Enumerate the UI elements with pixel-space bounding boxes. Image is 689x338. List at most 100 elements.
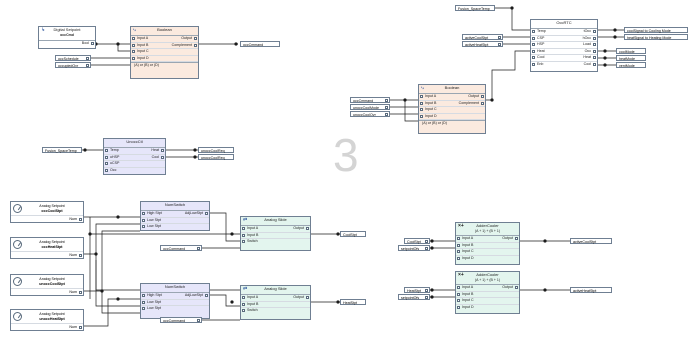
active-heat-stpt-out-tag[interactable]: activeHeatStpt <box>570 287 612 293</box>
output-pin[interactable] <box>593 36 596 40</box>
input-pin[interactable] <box>457 286 460 289</box>
setpoint-offset-tag[interactable]: setpointOfs <box>398 294 430 300</box>
input-pin[interactable] <box>420 114 423 118</box>
input-pin[interactable] <box>105 149 108 152</box>
vent-mode-tag[interactable]: ventMode <box>616 62 646 68</box>
analog-setpoint-block[interactable]: Analog Setpoint occHeatStpt Num <box>10 237 84 259</box>
input-pin[interactable] <box>142 212 145 215</box>
occ-schedule-tag[interactable]: occSchedule <box>55 55 91 61</box>
active-cool-stpt-tag[interactable]: activeCoolStpt <box>462 34 503 40</box>
input-pin[interactable] <box>132 56 135 60</box>
input-pin[interactable] <box>132 37 135 40</box>
active-heat-stpt-tag[interactable]: activeHeatStpt <box>462 41 503 47</box>
input-pin[interactable] <box>420 95 423 98</box>
occ-command-tag[interactable]: occCmmand <box>240 41 280 47</box>
unocc-cool-req-tag[interactable]: unoccCoolReq <box>198 147 234 153</box>
output-pin[interactable] <box>481 101 484 105</box>
heat-mode-tag[interactable]: heatMode <box>616 55 646 61</box>
output-pin[interactable] <box>481 95 484 98</box>
input-pin[interactable] <box>142 300 145 304</box>
fusion-space-temp-tag[interactable]: Fusion_SpaceTemp <box>455 5 495 11</box>
cool-signal-tag[interactable]: coolSignal to Cooling Mode <box>624 27 688 33</box>
output-pin[interactable] <box>593 62 596 66</box>
adder-cooler-block[interactable]: ×+ AdderCooler (A + 1) + (B + 1) Input A… <box>455 271 520 314</box>
input-pin[interactable] <box>242 302 245 306</box>
input-pin[interactable] <box>457 250 460 253</box>
setpoint-offset-tag[interactable]: setpointOfs <box>398 245 430 251</box>
active-cool-stpt-out-tag[interactable]: activeCoolStpt <box>570 238 612 244</box>
input-pin[interactable] <box>532 36 535 40</box>
output-pin[interactable] <box>79 253 82 257</box>
input-pin[interactable] <box>132 50 135 53</box>
unocc-cool-ovr-tag[interactable]: unoccCoolOvr <box>350 111 390 117</box>
output-pin[interactable] <box>515 286 518 289</box>
input-pin[interactable] <box>457 237 460 240</box>
input-pin[interactable] <box>132 43 135 47</box>
output-pin[interactable] <box>593 30 596 33</box>
cool-stpt-in-tag[interactable]: CoolStpt <box>404 238 430 244</box>
heat-stpt-out-tag[interactable]: HeatStpt <box>340 299 366 305</box>
analog-setpoint-block[interactable]: Analog Setpoint occCoolStpt Num <box>10 201 84 223</box>
output-pin[interactable] <box>79 217 82 221</box>
occ-command-switch-tag[interactable]: occCommand <box>160 317 202 323</box>
unocc-cool-mode-tag[interactable]: unoccCoolMode <box>350 104 390 110</box>
input-pin[interactable] <box>242 233 245 237</box>
adder-cooler-block[interactable]: ×+ AdderCooler (A + 1) + (B + 1) Input A… <box>455 222 520 265</box>
input-pin[interactable] <box>142 294 145 297</box>
output-pin[interactable] <box>79 290 82 294</box>
output-pin[interactable] <box>91 42 94 45</box>
output-pin[interactable] <box>593 43 596 46</box>
input-pin[interactable] <box>142 218 145 222</box>
input-pin[interactable] <box>242 309 245 312</box>
input-pin[interactable] <box>420 101 423 105</box>
output-pin[interactable] <box>593 56 596 59</box>
input-pin[interactable] <box>105 155 108 159</box>
output-pin[interactable] <box>79 325 82 329</box>
output-pin[interactable] <box>205 294 208 297</box>
digital-setpoint-block[interactable]: ↳ Digital Setpoint occCmd Bool <box>38 26 96 49</box>
unocc-heat-req-tag[interactable]: unoccCoolReq <box>198 154 234 160</box>
occ-command-switch-tag[interactable]: occCommand <box>160 245 202 251</box>
input-pin[interactable] <box>105 168 108 172</box>
input-pin[interactable] <box>457 256 460 260</box>
input-pin[interactable] <box>242 227 245 230</box>
input-pin[interactable] <box>105 162 108 165</box>
input-pin[interactable] <box>457 305 460 309</box>
occupied-override-tag[interactable]: occupiedOvr <box>55 62 91 68</box>
output-pin[interactable] <box>593 49 596 53</box>
fusion-space-temp-mid-tag[interactable]: Fusion_SpaceTemp <box>42 147 82 153</box>
occ-command-in-tag[interactable]: occCmmand <box>350 97 390 103</box>
input-pin[interactable] <box>532 30 535 33</box>
heat-stpt-in-tag[interactable]: HeatStpt <box>404 287 430 293</box>
input-pin[interactable] <box>457 292 460 296</box>
input-pin[interactable] <box>457 299 460 302</box>
input-pin[interactable] <box>532 62 535 66</box>
input-pin[interactable] <box>532 56 535 59</box>
cool-stpt-out-tag[interactable]: CoolStpt <box>340 231 366 237</box>
input-pin[interactable] <box>532 43 535 46</box>
output-pin[interactable] <box>515 237 518 240</box>
input-pin[interactable] <box>420 108 423 111</box>
analog-setpoint-block[interactable]: Analog Setpoint unoccCoolStpt Num <box>10 274 84 296</box>
cool-mode-tag[interactable]: coolMode <box>616 48 646 54</box>
input-pin[interactable] <box>142 225 145 228</box>
output-pin[interactable] <box>161 149 164 152</box>
analog-setpoint-block[interactable]: Analog Setpoint unoccHeatStpt Num <box>10 309 84 331</box>
output-pin[interactable] <box>194 43 197 47</box>
output-pin[interactable] <box>194 37 197 40</box>
output-pin[interactable] <box>205 212 208 215</box>
input-pin[interactable] <box>242 296 245 299</box>
input-pin[interactable] <box>142 307 145 310</box>
output-pin[interactable] <box>306 296 309 299</box>
output-pin[interactable] <box>306 227 309 230</box>
input-pin[interactable] <box>457 243 460 247</box>
